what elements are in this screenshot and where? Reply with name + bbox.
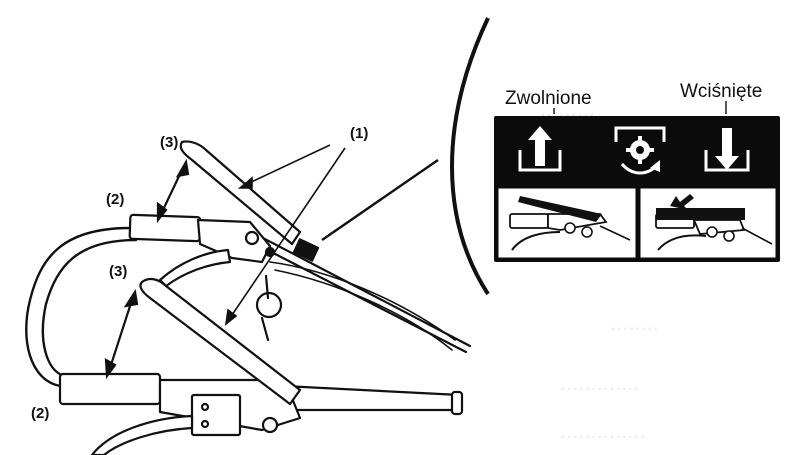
decal-leader-line: [321, 159, 439, 241]
upper-clutch-lever: [179, 140, 302, 246]
arrow-down-into-bracket-icon: [704, 128, 750, 172]
decal-panel: [494, 116, 780, 262]
svg-text:........: ........: [610, 310, 659, 335]
svg-text:..............: ..............: [560, 418, 646, 443]
gear-rotation-icon: [614, 126, 666, 175]
svg-text:.............: .............: [560, 370, 639, 395]
arrow-up-out-of-bracket-icon: [518, 126, 562, 172]
handlebar-loop-tube: [25, 226, 138, 388]
lower-clamp-screw-top: [200, 402, 210, 412]
tube-end-collar: [450, 390, 464, 416]
upper-switch-block: [292, 238, 320, 262]
lower-gap-arrow: [108, 299, 134, 369]
pressed-state-panel: [639, 187, 777, 259]
released-state-panel: [497, 187, 637, 259]
upper-gap-arrowhead-top: [175, 158, 190, 178]
gap-arrows: [104, 158, 190, 380]
lower-grip: [58, 372, 162, 406]
pressed-label: Wciśnięte: [680, 81, 762, 102]
upper-gap-arrowhead-bottom: [156, 201, 168, 224]
throttle-knob: [255, 274, 283, 342]
callout-grip-lower: (2): [31, 405, 49, 422]
upper-pivot-bolt: [244, 230, 260, 246]
released-label: Zwolnione: [505, 88, 592, 109]
lower-brake-lever: [90, 414, 194, 455]
upper-handle-tube: [238, 224, 472, 354]
lower-pivot-bolt: [261, 416, 279, 434]
lever-leader-lines: [224, 144, 346, 326]
upper-brake-lever: [158, 248, 232, 288]
detail-bracket: [450, 17, 490, 296]
upper-lever-housing: [196, 218, 272, 264]
lower-clutch-lever: [139, 277, 302, 406]
press-direction-arrow-icon: [670, 194, 694, 210]
lower-clamp-screw-bottom: [200, 419, 210, 429]
callout-levers: (1): [350, 125, 368, 142]
upper-grip: [128, 213, 202, 243]
callout-grip-upper: (2): [106, 191, 124, 208]
callout-gap-lower: (3): [109, 263, 127, 280]
lower-gap-arrowhead-top: [123, 289, 139, 308]
cable-bundle: [269, 261, 456, 351]
lower-gap-arrowhead-bottom: [104, 358, 117, 380]
callout-gap-upper: (3): [160, 134, 178, 151]
handlebar-illustration: [25, 140, 472, 455]
lower-clamp-block: [190, 393, 242, 437]
bleed-through-background: ......... ........ ............. .......…: [540, 96, 659, 443]
upper-gap-arrow: [161, 169, 183, 213]
